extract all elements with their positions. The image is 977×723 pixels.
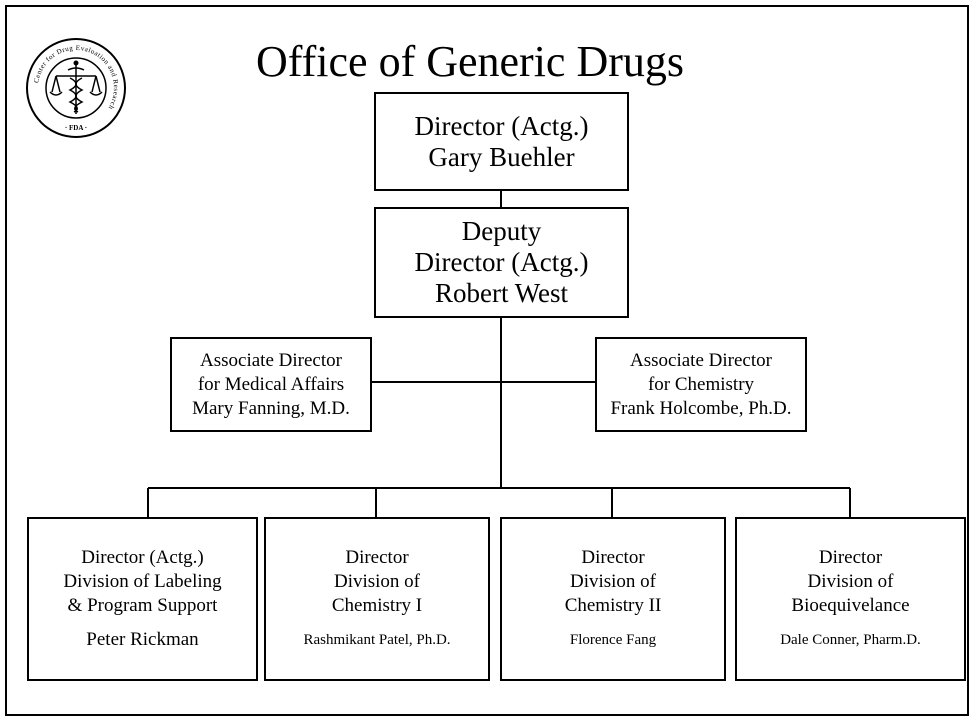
division-director-name: Peter Rickman bbox=[86, 629, 199, 650]
division-name-line2: & Program Support bbox=[67, 595, 218, 616]
division-name-line2: Chemistry I bbox=[331, 595, 423, 616]
division-name-line1: Division of bbox=[569, 571, 657, 592]
slide-frame bbox=[5, 5, 969, 716]
division-box-chemistry-1: Director Division of Chemistry I Rashmik… bbox=[264, 517, 490, 681]
svg-text:· FDA ·: · FDA · bbox=[65, 124, 87, 132]
assoc-medical-area: for Medical Affairs bbox=[197, 373, 345, 395]
deputy-title-line1: Deputy bbox=[461, 216, 542, 246]
division-box-bioequivalence: Director Division of Bioequivelance Dale… bbox=[735, 517, 966, 681]
division-director-name: Florence Fang bbox=[569, 632, 657, 648]
assoc-chemistry-name: Frank Holcombe, Ph.D. bbox=[610, 397, 792, 419]
assoc-medical-title: Associate Director bbox=[200, 349, 342, 371]
deputy-name: Robert West bbox=[434, 278, 569, 308]
division-name-line1: Division of bbox=[807, 571, 894, 592]
division-director-name: Dale Conner, Pharm.D. bbox=[780, 632, 921, 648]
director-title: Director (Actg.) bbox=[414, 110, 589, 141]
page-title: Office of Generic Drugs bbox=[256, 37, 685, 86]
director-name: Gary Buehler bbox=[428, 141, 575, 172]
division-director-name: Rashmikant Patel, Ph.D. bbox=[303, 632, 451, 648]
division-title: Director bbox=[818, 547, 883, 568]
division-name-line2: Chemistry II bbox=[564, 595, 662, 616]
fda-seal-logo: Center for Drug Evaluation and Research … bbox=[26, 38, 126, 138]
division-title: Director bbox=[581, 547, 645, 568]
associate-medical-box: Associate Director for Medical Affairs M… bbox=[170, 337, 372, 432]
division-title: Director (Actg.) bbox=[81, 547, 204, 568]
associate-chemistry-box: Associate Director for Chemistry Frank H… bbox=[595, 337, 807, 432]
division-box-chemistry-2: Director Division of Chemistry II Floren… bbox=[500, 517, 726, 681]
director-box: Director (Actg.) Gary Buehler bbox=[374, 92, 629, 191]
deputy-title-line2: Director (Actg.) bbox=[414, 247, 589, 277]
division-name-line1: Division of bbox=[333, 571, 421, 592]
assoc-chemistry-title: Associate Director bbox=[630, 349, 772, 371]
division-title: Director bbox=[345, 547, 409, 568]
deputy-director-box: Deputy Director (Actg.) Robert West bbox=[374, 207, 629, 318]
division-name-line1: Division of Labeling bbox=[63, 571, 222, 592]
division-name-line2: Bioequivelance bbox=[791, 595, 910, 616]
division-box-labeling: Director (Actg.) Division of Labeling & … bbox=[27, 517, 258, 681]
assoc-chemistry-area: for Chemistry bbox=[647, 373, 755, 395]
assoc-medical-name: Mary Fanning, M.D. bbox=[192, 397, 350, 419]
